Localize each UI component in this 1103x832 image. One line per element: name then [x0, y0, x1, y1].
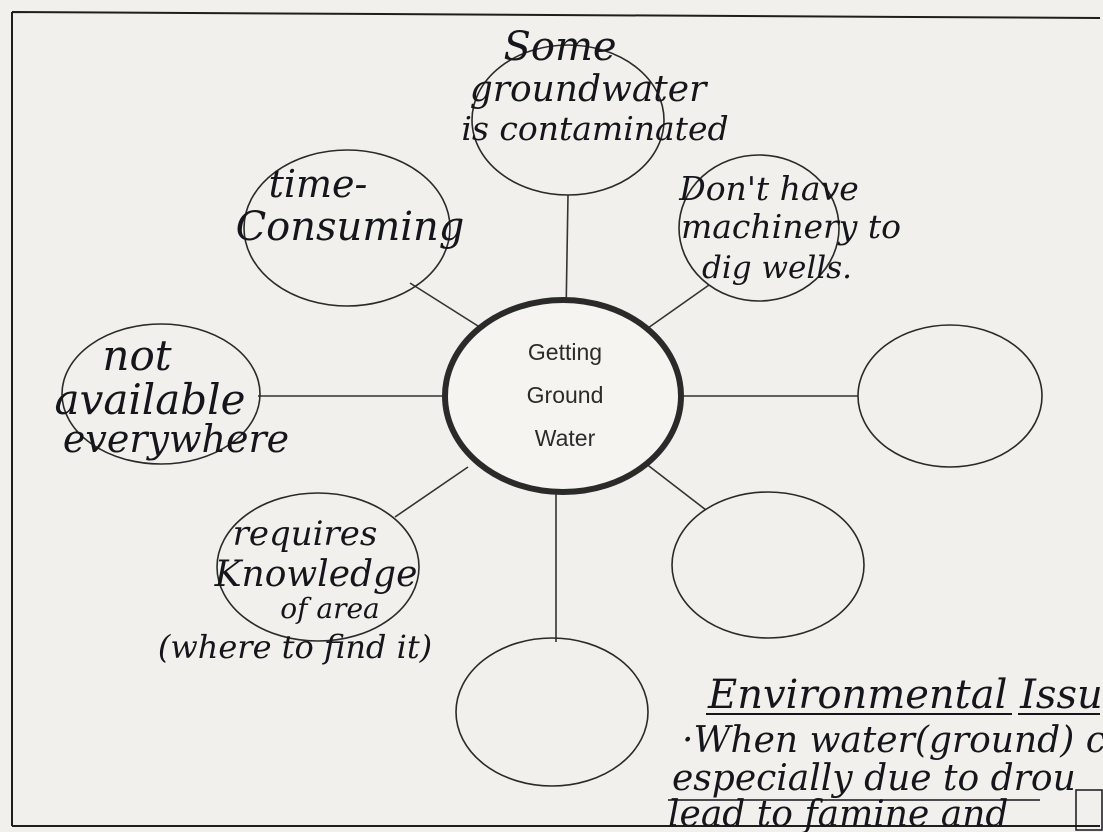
center-label-line-1: Getting [528, 339, 602, 365]
connector-top [565, 194, 569, 316]
notes-line-1: ·When water(ground) c [682, 720, 1103, 761]
node-top-left-line-1: time- [269, 162, 368, 206]
notes-box-edge [1075, 789, 1103, 831]
node-top-right-ellipse [678, 154, 840, 302]
node-top-right-line-2: machinery to [681, 207, 901, 246]
node-top-left-ellipse [243, 149, 451, 307]
notes-line-2: especially due to drou [672, 758, 1076, 799]
connector-bottom-left [394, 466, 469, 518]
node-top-left-line-2: Consuming [236, 204, 465, 250]
node-ellipses [61, 44, 1043, 787]
node-top-line-3: is contaminated [461, 109, 728, 148]
node-bottom-ellipse [455, 637, 649, 787]
node-bottom-left-line-2: Knowledge [214, 554, 418, 595]
connectors [258, 194, 858, 642]
center-circle [442, 297, 684, 495]
node-bottom-left-line-3: of area [280, 592, 379, 625]
node-top-line-1: Some [503, 24, 616, 70]
node-right-ellipse [857, 324, 1043, 468]
connector-top-right [647, 284, 710, 329]
center-label-line-2: Ground [527, 382, 604, 408]
page-border [11, 11, 1101, 827]
node-top-right-line-1: Don't have [678, 169, 859, 208]
node-bottom-right-ellipse [671, 491, 865, 639]
node-bottom-left-line-4: (where to find it) [158, 628, 432, 666]
node-left-ellipse [61, 323, 261, 465]
connector-top-left [409, 282, 479, 327]
node-bottom-left-line-1: requires [233, 514, 378, 554]
node-bottom-left-ellipse [216, 492, 420, 642]
node-top-ellipse [471, 44, 665, 196]
center-label-line-3: Water [535, 425, 596, 451]
node-left-line-3: everywhere [63, 417, 289, 461]
connector-bottom-right [644, 462, 707, 511]
node-top-right-line-3: dig wells. [702, 250, 852, 286]
node-left-line-1: not [102, 331, 171, 380]
node-top-line-2: groundwater [470, 69, 708, 110]
node-left-line-2: available [55, 375, 246, 424]
notes-heading: Environmental Issu [707, 672, 1103, 718]
